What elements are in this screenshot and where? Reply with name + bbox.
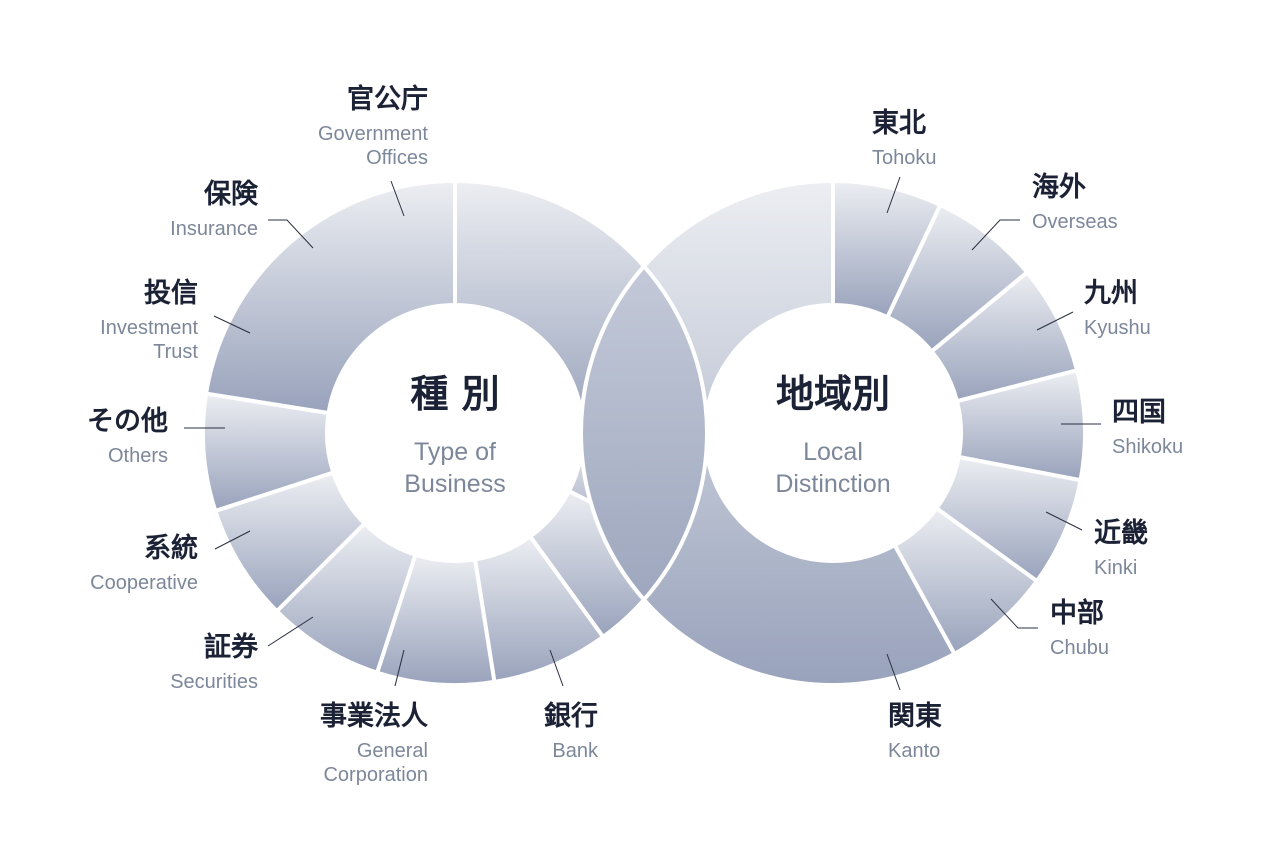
donut2-label-jp-7: 関東 [888, 701, 942, 732]
donut2-leader-3 [1036, 311, 1074, 331]
donut2-label-en-7-1: Kanto [888, 740, 940, 762]
donut1-label-jp-7: 保険 [203, 179, 259, 210]
donut2-label-en-1-1: Tohoku [872, 147, 937, 169]
donut1-leader-3 [267, 616, 314, 647]
donut1-label-jp-5: その他 [87, 406, 168, 437]
donut1-label-en-2-1: General [357, 740, 428, 762]
donut1-label-en-1-1: Bank [552, 740, 599, 762]
donut2-label-jp-4: 四国 [1112, 397, 1166, 428]
donut2-hole [705, 305, 961, 561]
donut2-center-subtitle-1: Local [803, 438, 863, 466]
donut1-label-jp-3: 証券 [204, 631, 259, 663]
donut2-label-en-5-1: Kinki [1094, 557, 1137, 579]
donut2-leader-5 [1045, 511, 1083, 531]
donut1-leader-7 [268, 219, 314, 249]
donut2-label-jp-3: 九州 [1084, 278, 1138, 309]
donut1-center-subtitle-1: Type of [414, 438, 496, 466]
donut1-label-en-4-1: Cooperative [90, 572, 198, 594]
donut2-label-jp-6: 中部 [1050, 597, 1104, 629]
donut2-center-title: 地域別 [776, 372, 890, 416]
overlap-region [579, 263, 709, 603]
donut1-leader-4 [214, 530, 251, 550]
donut2-leader-1 [886, 176, 901, 214]
donut2-label-jp-5: 近畿 [1094, 518, 1148, 549]
donut2-label-jp-1: 東北 [872, 108, 926, 139]
donut2-label-jp-2: 海外 [1032, 172, 1086, 203]
donut1-leader-2 [394, 649, 405, 687]
donut2-label-en-4-1: Shikoku [1112, 436, 1183, 458]
donut1-label-en-2-2: Corporation [323, 764, 428, 786]
donut1-hole [327, 305, 583, 561]
donut1-label-en-8-2: Offices [366, 147, 428, 169]
donut2-label-en-2-1: Overseas [1032, 211, 1118, 233]
donut1-label-jp-4: 系統 [144, 532, 198, 564]
donut2-label-en-6-1: Chubu [1050, 637, 1109, 659]
donut1-label-jp-1: 銀行 [544, 700, 598, 732]
donut1-label-en-8-1: Government [318, 123, 428, 145]
donut1-leader-6 [213, 315, 251, 334]
donut1-label-en-7-1: Insurance [170, 218, 258, 240]
donut1-label-en-3-1: Securities [170, 671, 258, 693]
donut2-center-subtitle-2: Distinction [775, 470, 890, 498]
donut1-label-jp-2: 事業法人 [320, 701, 428, 732]
donut1-leader-8 [390, 180, 405, 217]
donut1-label-en-6-1: Investment [100, 317, 198, 339]
donut1-label-en-6-2: Trust [153, 341, 198, 363]
donut1-label-en-5-1: Others [108, 445, 168, 467]
donut1-label-jp-6: 投信 [144, 278, 198, 309]
donut1-center-title: 種 別 [410, 372, 499, 416]
donut2-label-en-3-1: Kyushu [1084, 317, 1151, 339]
donut1-leader-1 [549, 649, 564, 687]
donut2-leader-2 [971, 219, 1020, 251]
donut1-center-subtitle-2: Business [404, 470, 505, 498]
donut2-leader-7 [886, 653, 901, 691]
donut1-label-jp-8: 官公庁 [347, 83, 428, 115]
donut2-leader-6 [990, 598, 1038, 629]
